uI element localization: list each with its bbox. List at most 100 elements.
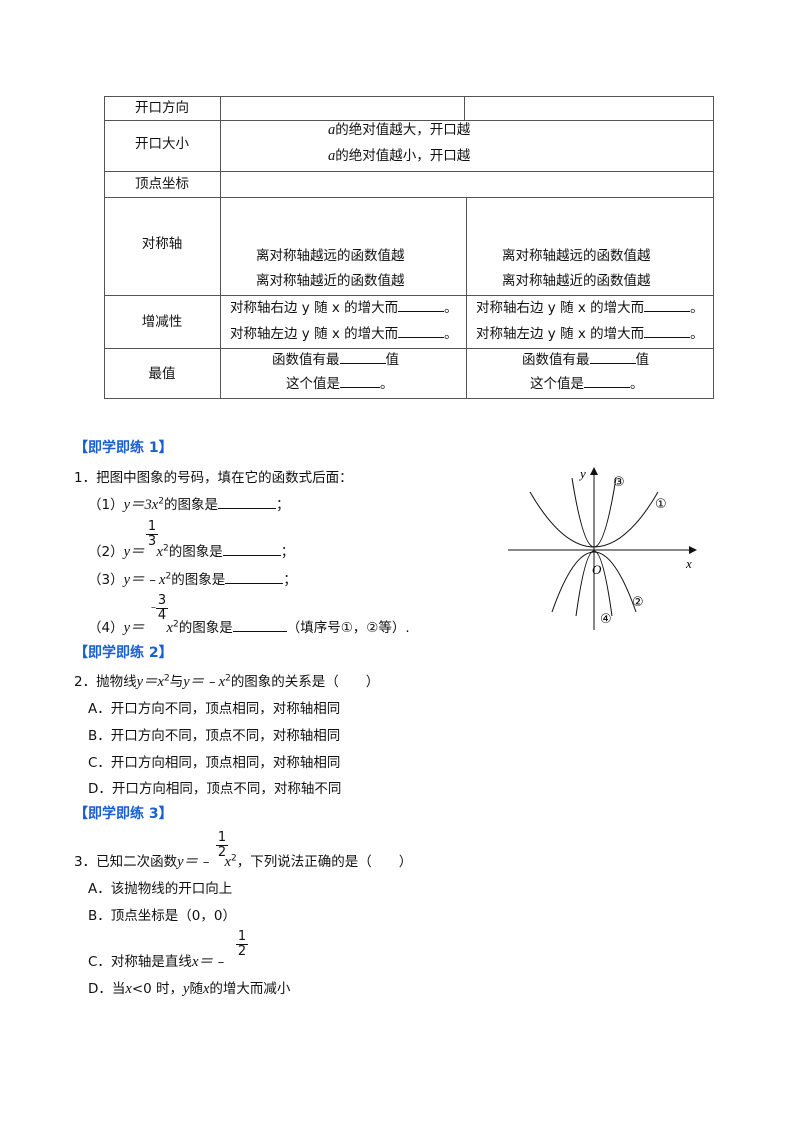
- size-line-2: a的绝对值越小，开口越: [328, 144, 470, 168]
- ex3-question: 3．已知二次函数y＝﹣ x2，下列说法正确的是（ ）: [74, 850, 412, 871]
- variable-x: x: [125, 981, 132, 997]
- fraction-denominator: 2: [217, 845, 227, 860]
- table-row-divider: [104, 348, 714, 349]
- row-label-axis: 对称轴: [141, 236, 183, 252]
- mono-end: 。: [690, 326, 704, 342]
- exponent: 2: [162, 543, 169, 554]
- answer-blank[interactable]: [217, 495, 276, 509]
- q-text: 2．抛物线: [74, 674, 137, 690]
- ext-text: 。: [380, 376, 394, 392]
- ext-right-2: 这个值是 。: [530, 372, 644, 396]
- mono-text: 对称轴左边 y 随 x 的增大而: [476, 326, 645, 342]
- table-col-divider: [464, 96, 465, 120]
- item-prefix: （1）: [88, 497, 124, 513]
- table-col-divider: [466, 197, 467, 399]
- curve-label-4: ④: [600, 612, 612, 627]
- variable-x: x: [224, 854, 231, 870]
- answer-blank[interactable]: [222, 542, 281, 556]
- y-axis-label: y: [578, 466, 586, 481]
- exponent: 2: [163, 673, 170, 684]
- option-text: 的增大而减小: [209, 981, 291, 997]
- table-col-divider: [220, 96, 221, 399]
- ex3-option-a[interactable]: A．该抛物线的开口向上: [88, 881, 233, 897]
- mono-end: 。: [444, 326, 458, 342]
- exponent: 2: [158, 496, 164, 507]
- fraction-numerator: 1: [216, 830, 228, 846]
- ex2-option-a[interactable]: A．开口方向不同，顶点相同，对称轴相同: [88, 701, 341, 717]
- answer-blank[interactable]: [340, 374, 380, 388]
- ex3-option-d[interactable]: D．当x<0 时，y随x的增大而减小: [88, 977, 290, 998]
- ex3-heading: 【即学即练 3】: [74, 806, 173, 822]
- ex1-item-4: （4）y＝x2的图象是（填序号①，②等）.: [88, 616, 410, 637]
- table-row-divider: [104, 295, 714, 296]
- fraction-denominator: 4: [157, 608, 167, 623]
- ext-text: 这个值是: [286, 376, 340, 392]
- ex2-option-d[interactable]: D．开口方向相同，顶点不同，对称轴不同: [88, 781, 342, 797]
- fraction-numerator: 1: [236, 929, 248, 945]
- curve-2: [551, 551, 637, 613]
- variable-y: y: [183, 981, 190, 997]
- mono-left-1: 对称轴右边 y 随 x 的增大而。: [230, 296, 458, 320]
- ex3-option-c[interactable]: C．对称轴是直线x＝﹣: [88, 950, 227, 971]
- ex2-option-b[interactable]: B．开口方向不同，顶点不同，对称轴相同: [88, 728, 341, 744]
- equation: y＝3x: [123, 497, 159, 513]
- table-row-divider: [104, 197, 714, 198]
- ext-text: 值: [385, 352, 400, 368]
- equation: y＝﹣x: [123, 572, 166, 588]
- ext-text: 。: [630, 376, 644, 392]
- mono-left-2: 对称轴左边 y 随 x 的增大而 。: [230, 322, 458, 346]
- option-text: C．对称轴是直线: [88, 954, 192, 970]
- item-suffix: 的图象是: [163, 497, 218, 513]
- ext-text: 这个值是: [530, 376, 584, 392]
- exponent: 2: [225, 673, 231, 684]
- fraction-denominator: 3: [147, 534, 157, 549]
- answer-blank[interactable]: [225, 570, 284, 584]
- answer-blank[interactable]: [398, 298, 445, 312]
- ex2-question: 2．抛物线y＝x2与y＝﹣x2的图象的关系是（ ）: [74, 670, 379, 691]
- answer-blank[interactable]: [584, 374, 630, 388]
- item-suffix: 的图象是: [171, 572, 226, 588]
- fraction-denominator: 2: [237, 944, 247, 959]
- ext-left-1: 函数值有最 值: [272, 348, 399, 372]
- mono-text: 对称轴右边 y 随 x 的增大而: [476, 300, 645, 316]
- ex3-option-b[interactable]: B．顶点坐标是（0，0）: [88, 908, 236, 924]
- exponent: 2: [230, 853, 237, 864]
- equation: y＝﹣x: [183, 674, 226, 690]
- answer-blank[interactable]: [644, 298, 691, 312]
- option-text: <0 时，: [131, 981, 184, 997]
- fraction-numerator: 1: [146, 519, 158, 535]
- equation: y＝﹣: [177, 854, 213, 870]
- ex1-item-3: （3）y＝﹣x2的图象是；: [88, 568, 297, 589]
- exponent: 2: [172, 619, 179, 630]
- ext-text: 值: [635, 352, 650, 368]
- option-text: 随: [189, 981, 203, 997]
- variable-x: x: [156, 544, 163, 560]
- answer-blank[interactable]: [232, 618, 287, 632]
- mono-end: 。: [444, 300, 458, 316]
- answer-blank[interactable]: [339, 350, 386, 364]
- q-text: 3．已知二次函数: [74, 854, 178, 870]
- mono-text: 对称轴左边 y 随 x 的增大而: [230, 326, 399, 342]
- answer-blank[interactable]: [589, 350, 636, 364]
- parabola-graph: y x O ③ ① ② ④: [508, 466, 697, 630]
- ex1-question: 1．把图中图象的号码，填在它的函数式后面：: [74, 470, 353, 486]
- properties-table: 开口方向 开口大小 顶点坐标 对称轴 增减性 最值 a的绝对值越大，开口越 a的…: [104, 96, 714, 399]
- answer-blank[interactable]: [398, 324, 445, 338]
- answer-blank[interactable]: [644, 324, 691, 338]
- ext-text: 函数值有最: [272, 352, 340, 368]
- axis-right-1: 离对称轴越远的函数值越: [502, 248, 651, 264]
- variable-a: a: [328, 122, 336, 138]
- variable-x: x: [166, 620, 173, 636]
- curve-4: [575, 550, 613, 617]
- table-border-top: [104, 96, 714, 97]
- curve-label-1: ①: [655, 497, 667, 512]
- item-prefix: （4）: [88, 620, 124, 636]
- row-label-size: 开口大小: [135, 136, 189, 152]
- variable-x: x: [202, 981, 210, 997]
- ex2-option-c[interactable]: C．开口方向相同，顶点相同，对称轴相同: [88, 755, 341, 771]
- mono-end: 。: [690, 300, 704, 316]
- q-text: ，下列说法正确的是（ ）: [236, 854, 413, 870]
